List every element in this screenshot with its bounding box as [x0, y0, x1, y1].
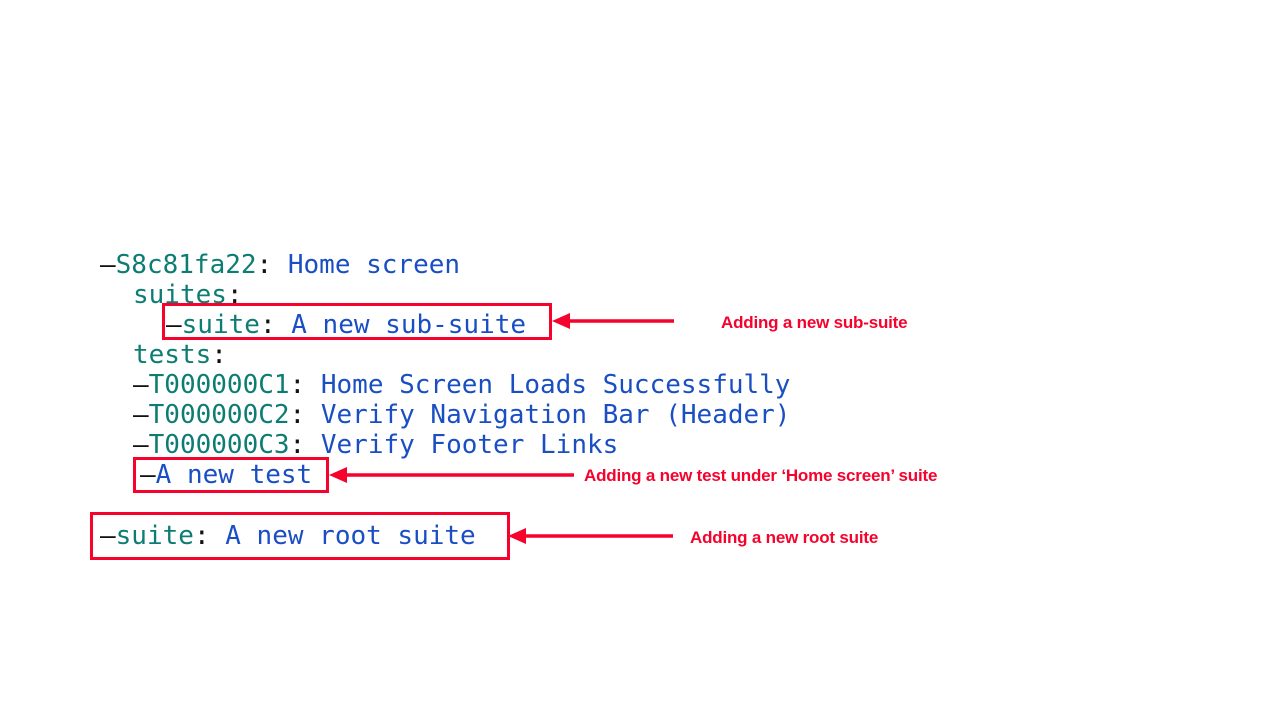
list-dash-marker: –	[140, 460, 156, 490]
code-line-test-c2: –T000000C2: Verify Navigation Bar (Heade…	[133, 400, 790, 430]
list-dash-marker: –	[100, 521, 116, 551]
code-line-new-test: –A new test	[140, 460, 312, 490]
annotation-label-new-test: Adding a new test under ‘Home screen’ su…	[584, 466, 938, 485]
code-line-tests-key: tests:	[133, 340, 227, 370]
arrow-left-icon-sub-suite	[552, 310, 674, 332]
list-dash-marker: –	[133, 370, 149, 400]
colon-punctuation: :	[211, 340, 227, 370]
colon-punctuation: :	[226, 280, 243, 310]
test-id-key: T000000C2	[148, 400, 290, 430]
annotation-label-new-sub-suite: Adding a new sub-suite	[721, 313, 908, 332]
test-name-value: Verify Footer Links	[320, 430, 619, 460]
colon-punctuation: :	[289, 400, 306, 430]
annotation-label-new-root-suite: Adding a new root suite	[690, 528, 879, 547]
highlight-box-new-sub-suite	[162, 303, 552, 340]
highlight-box-new-test	[133, 457, 329, 493]
code-line-root-suite: –S8c81fa22: Home screen	[100, 250, 460, 280]
code-line-new-root-suite: –suite: A new root suite	[100, 521, 476, 551]
colon-punctuation: :	[259, 310, 276, 340]
tests-key: tests	[133, 340, 212, 370]
colon-punctuation: :	[289, 370, 306, 400]
new-test-name-value: A new test	[155, 460, 313, 490]
code-line-test-c3: –T000000C3: Verify Footer Links	[133, 430, 618, 460]
code-line-test-c1: –T000000C1: Home Screen Loads Successful…	[133, 370, 790, 400]
root-suite-name-value: A new root suite	[225, 521, 476, 551]
highlight-box-new-root-suite	[90, 512, 510, 560]
test-id-key: T000000C1	[148, 370, 290, 400]
list-dash-marker: –	[100, 250, 116, 280]
colon-punctuation: :	[256, 250, 273, 280]
list-dash-marker: –	[166, 310, 182, 340]
suite-name-value: Home screen	[287, 250, 461, 280]
list-dash-marker: –	[133, 430, 149, 460]
list-dash-marker: –	[133, 400, 149, 430]
arrow-left-icon-new-test	[329, 464, 574, 486]
test-id-key: T000000C3	[148, 430, 290, 460]
sub-suite-name-value: A new sub-suite	[291, 310, 527, 340]
test-name-value: Home Screen Loads Successfully	[320, 370, 791, 400]
suite-key: suite	[115, 521, 194, 551]
colon-punctuation: :	[289, 430, 306, 460]
arrow-left-icon-root-suite	[508, 525, 673, 547]
test-name-value: Verify Navigation Bar (Header)	[320, 400, 791, 430]
code-line-new-sub-suite: –suite: A new sub-suite	[166, 310, 526, 340]
suite-key: suite	[181, 310, 260, 340]
colon-punctuation: :	[193, 521, 210, 551]
suite-id-key: S8c81fa22	[115, 250, 257, 280]
